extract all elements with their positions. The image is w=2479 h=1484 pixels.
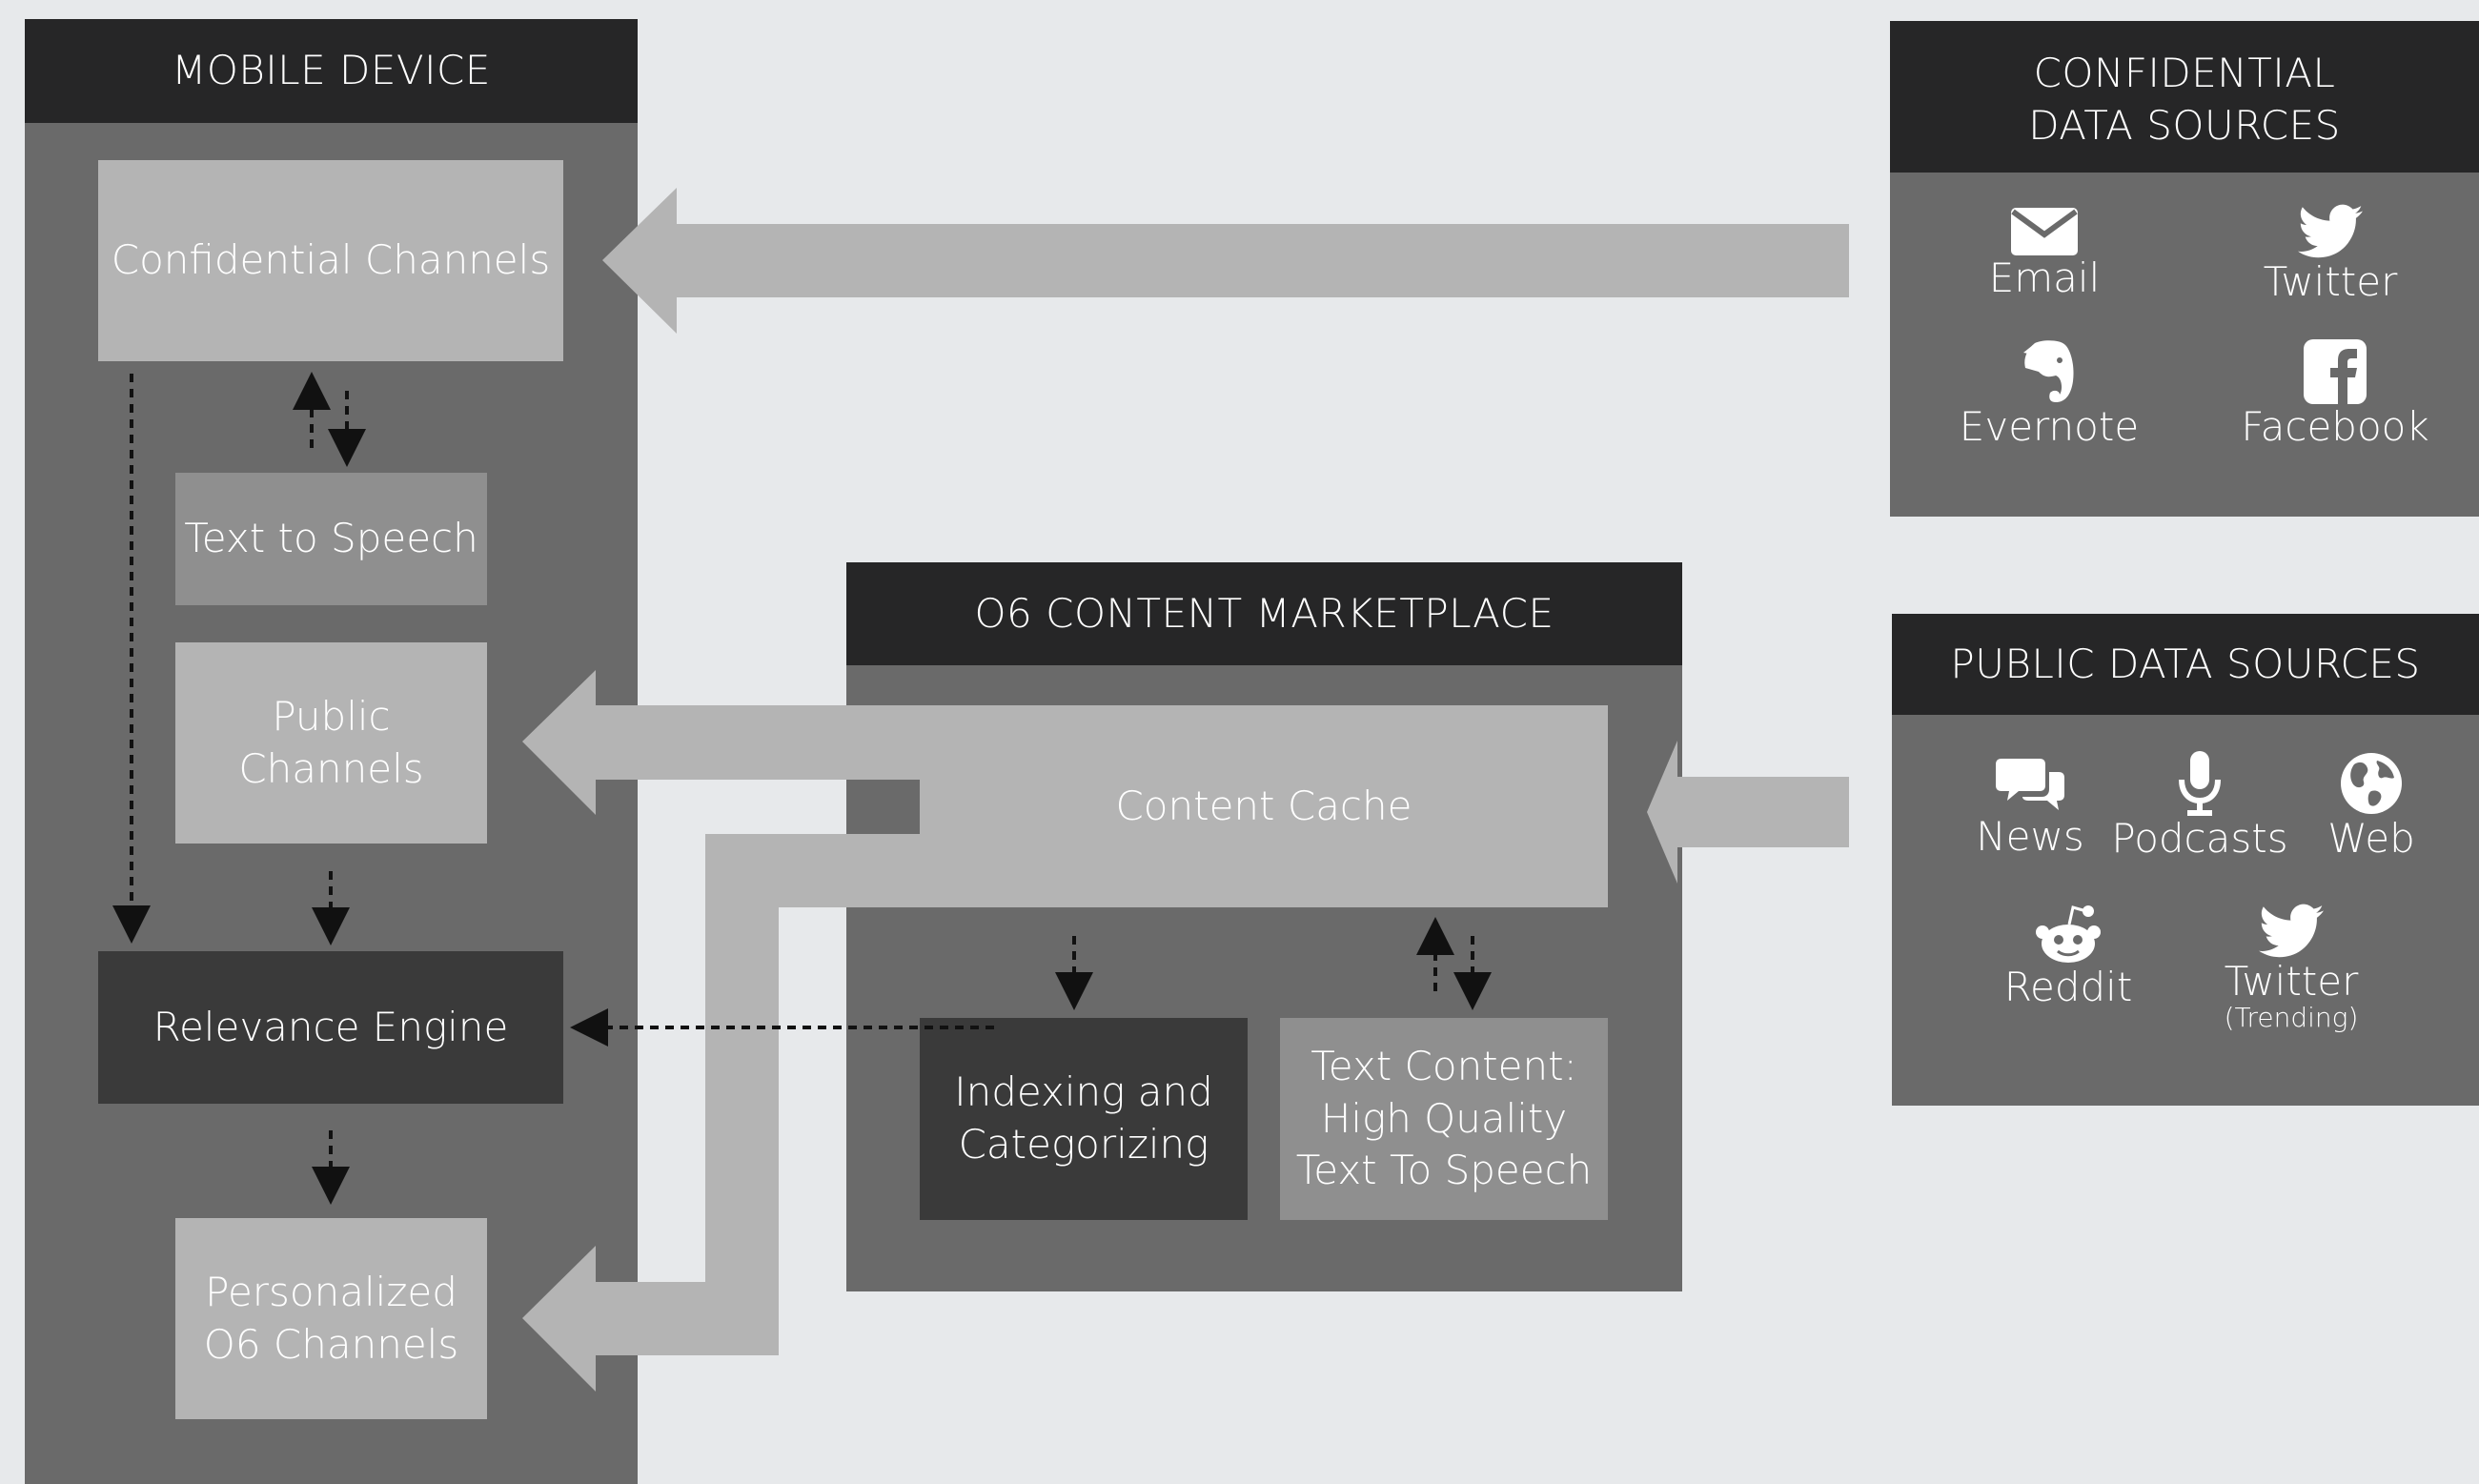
evernote-elephant-icon xyxy=(2023,340,2074,402)
source-twitter: Twitter xyxy=(2235,204,2426,305)
reddit-alien-icon xyxy=(2036,905,2101,963)
arrow-cache-to-personalized xyxy=(522,834,920,1392)
content-cache-label: Content Cache xyxy=(1115,782,1412,829)
source-twitter-trending: Twitter (Trending) xyxy=(2196,904,2387,1031)
source-twitter-trending-label: Twitter xyxy=(2224,958,2359,1005)
source-podcasts: Podcasts xyxy=(2104,751,2295,862)
microphone-icon xyxy=(2179,751,2221,816)
relevance-engine-label: Relevance Engine xyxy=(152,1003,509,1050)
arrow-confidential-flow xyxy=(602,188,1849,334)
mobile-device-header: MOBILE DEVICE xyxy=(25,19,638,123)
text-to-speech-box: Text to Speech xyxy=(175,473,487,605)
envelope-icon xyxy=(2011,208,2078,255)
source-evernote-label: Evernote xyxy=(1959,403,2140,450)
indexing-box: Indexing and Categorizing xyxy=(920,1018,1248,1220)
source-facebook-label: Facebook xyxy=(2241,403,2429,450)
source-reddit: Reddit xyxy=(1973,904,2164,1010)
text-to-speech-label: Text to Speech xyxy=(184,515,478,562)
public-channels-label: Public Channels xyxy=(238,692,424,792)
personalized-channels-label: Personalized O6 Channels xyxy=(203,1268,459,1368)
relevance-engine-box: Relevance Engine xyxy=(98,951,563,1104)
speech-bubbles-icon xyxy=(1996,759,2064,810)
confidential-channels-label: Confidential Channels xyxy=(111,236,551,284)
source-email-label: Email xyxy=(1988,254,2101,301)
source-podcasts-label: Podcasts xyxy=(2111,815,2288,862)
source-email: Email xyxy=(1949,208,2140,301)
public-channels-box: Public Channels xyxy=(175,642,487,844)
arrow-cache-to-public xyxy=(522,670,920,815)
source-reddit-label: Reddit xyxy=(2003,964,2133,1010)
source-twitter-label: Twitter xyxy=(2263,258,2398,305)
personalized-channels-box: Personalized O6 Channels xyxy=(175,1218,487,1419)
source-news: News xyxy=(1935,757,2125,860)
content-cache-box: Content Cache xyxy=(920,705,1608,907)
public-sources-header: PUBLIC DATA SOURCES xyxy=(1892,614,2479,715)
source-web: Web xyxy=(2276,751,2467,862)
arrow-public-flow xyxy=(1647,741,1849,884)
indexing-label: Indexing and Categorizing xyxy=(954,1068,1213,1168)
twitter-bird-icon xyxy=(2298,204,2363,258)
globe-icon xyxy=(2341,753,2402,814)
source-news-label: News xyxy=(1976,813,2084,860)
twitter-bird-icon xyxy=(2259,904,2324,958)
text-content-label: Text Content: High Quality Text To Speec… xyxy=(1295,1043,1593,1194)
source-evernote: Evernote xyxy=(1954,339,2144,450)
confidential-channels-box: Confidential Channels xyxy=(98,160,563,361)
confidential-sources-header: CONFIDENTIAL DATA SOURCES xyxy=(1890,21,2479,173)
source-twitter-trending-sublabel: (Trending) xyxy=(2224,1002,2359,1034)
text-content-box: Text Content: High Quality Text To Speec… xyxy=(1280,1018,1608,1220)
facebook-f-icon xyxy=(2304,339,2367,404)
marketplace-header: O6 CONTENT MARKETPLACE xyxy=(846,562,1682,665)
source-web-label: Web xyxy=(2327,815,2415,862)
source-facebook: Facebook xyxy=(2240,339,2430,450)
